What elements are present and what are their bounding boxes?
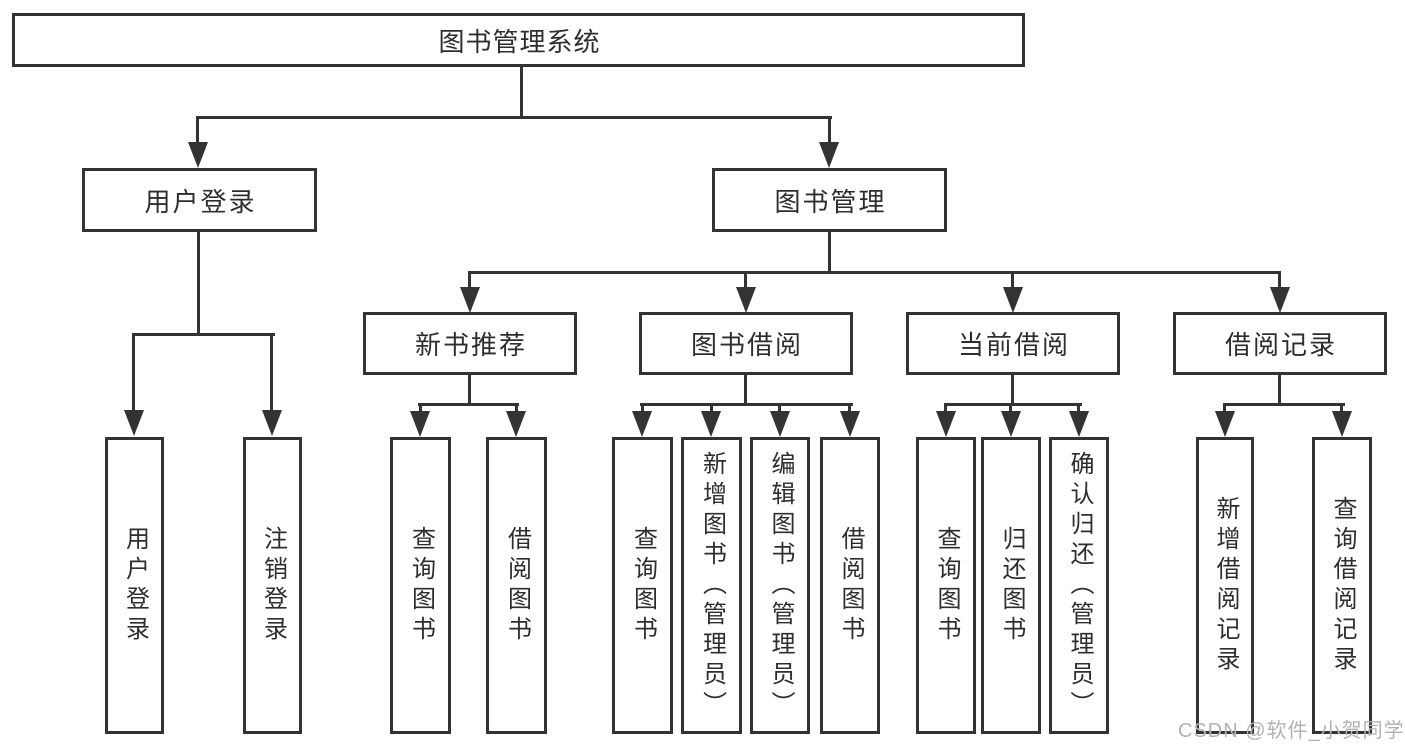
leaf-add-book-admin: 新增图书（管理员）	[681, 437, 742, 734]
arrowhead-down-icon	[936, 411, 956, 437]
connector-line	[132, 333, 135, 412]
arrowhead-down-icon	[124, 410, 144, 436]
connector-line	[710, 403, 713, 414]
connector-line	[1223, 403, 1345, 406]
connector-line	[744, 375, 747, 406]
connector-line	[778, 403, 781, 414]
arrowhead-down-icon	[632, 411, 652, 437]
csdn-watermark: CSDN @软件_小贺同学	[1178, 720, 1405, 742]
node-label: 查询图书	[933, 525, 960, 646]
connector-line	[515, 403, 518, 414]
arrowhead-down-icon	[460, 287, 480, 313]
node-label: 借阅图书	[837, 525, 864, 646]
connector-line	[944, 403, 947, 414]
arrowhead-down-icon	[410, 411, 430, 437]
node-current-borrowing: 当前借阅	[906, 312, 1120, 375]
connector-line	[640, 403, 853, 406]
arrowhead-down-icon	[736, 287, 756, 313]
connector-line	[944, 403, 1082, 406]
arrowhead-down-icon	[262, 410, 282, 436]
arrowhead-down-icon	[701, 411, 721, 437]
node-book-management: 图书管理	[712, 168, 947, 232]
connector-line	[744, 271, 747, 289]
connector-line	[132, 333, 275, 336]
leaf-recommend-borrow-book: 借阅图书	[486, 437, 547, 734]
leaf-edit-book-admin: 编辑图书（管理员）	[750, 437, 810, 734]
node-label: 查询图书	[407, 525, 435, 646]
connector-line	[418, 403, 519, 406]
connector-line	[196, 116, 199, 144]
connector-line	[270, 333, 273, 412]
connector-line	[1278, 271, 1281, 289]
leaf-query-borrow-record: 查询借阅记录	[1312, 437, 1372, 734]
connector-line	[1278, 375, 1281, 406]
arrowhead-down-icon	[770, 411, 790, 437]
leaf-logout: 注销登录	[243, 437, 302, 734]
node-label: 图书管理	[774, 186, 887, 217]
connector-line	[468, 271, 471, 289]
node-borrowing-records: 借阅记录	[1173, 312, 1387, 375]
leaf-user-login: 用户登录	[105, 437, 164, 734]
node-new-book-recommend: 新书推荐	[363, 312, 577, 375]
connector-line	[1009, 403, 1012, 414]
connector-line	[468, 375, 471, 406]
node-label: 当前借阅	[957, 330, 1070, 360]
connector-line	[641, 403, 644, 414]
node-library-system: 图书管理系统	[12, 13, 1025, 67]
arrowhead-down-icon	[1332, 411, 1352, 437]
node-label: 归还图书	[998, 525, 1025, 646]
arrowhead-down-icon	[1215, 411, 1235, 437]
node-label: 新书推荐	[414, 330, 527, 360]
leaf-recommend-query-book: 查询图书	[390, 437, 451, 734]
arrowhead-down-icon	[1069, 411, 1089, 437]
arrowhead-down-icon	[840, 411, 860, 437]
connector-line	[1011, 271, 1014, 289]
leaf-borrowing-borrow-book: 借阅图书	[820, 437, 880, 734]
leaf-borrowing-query-book: 查询图书	[612, 437, 673, 734]
node-label: 注销登录	[259, 525, 287, 646]
leaf-current-query-book: 查询图书	[916, 437, 976, 734]
node-label: 新增借阅记录	[1212, 495, 1239, 676]
connector-line	[196, 116, 832, 119]
arrowhead-down-icon	[819, 142, 839, 168]
arrowhead-down-icon	[1001, 411, 1021, 437]
node-label: 图书借阅	[690, 330, 803, 360]
node-label: 确认归还（管理员）	[1066, 450, 1093, 721]
node-book-borrowing: 图书借阅	[639, 312, 853, 375]
node-label: 用户登录	[121, 525, 149, 646]
node-label: 借阅图书	[503, 525, 531, 646]
connector-line	[1340, 403, 1343, 414]
connector-line	[419, 403, 422, 414]
node-label: 编辑图书（管理员）	[767, 450, 794, 721]
connector-line	[468, 271, 1281, 274]
connector-line	[520, 67, 523, 118]
leaf-confirm-return-admin: 确认归还（管理员）	[1049, 437, 1109, 734]
connector-line	[1223, 403, 1226, 414]
node-label: 图书管理系统	[438, 26, 601, 57]
node-label: 借阅记录	[1224, 330, 1337, 360]
leaf-return-book: 归还图书	[981, 437, 1041, 734]
node-label: 新增图书（管理员）	[698, 450, 726, 721]
arrowhead-down-icon	[506, 411, 526, 437]
connector-line	[848, 403, 851, 414]
leaf-add-borrow-record: 新增借阅记录	[1196, 437, 1254, 734]
node-label: 查询图书	[629, 525, 657, 646]
arrowhead-down-icon	[1270, 287, 1290, 313]
node-label: 查询借阅记录	[1329, 495, 1356, 676]
connector-line	[1011, 375, 1014, 406]
node-user-login: 用户登录	[82, 168, 317, 232]
connector-line	[1077, 403, 1080, 414]
connector-line	[828, 116, 831, 144]
arrowhead-down-icon	[188, 142, 208, 168]
arrowhead-down-icon	[1003, 287, 1023, 313]
connector-line	[828, 232, 831, 273]
node-label: 用户登录	[144, 186, 257, 217]
connector-line	[197, 232, 200, 336]
